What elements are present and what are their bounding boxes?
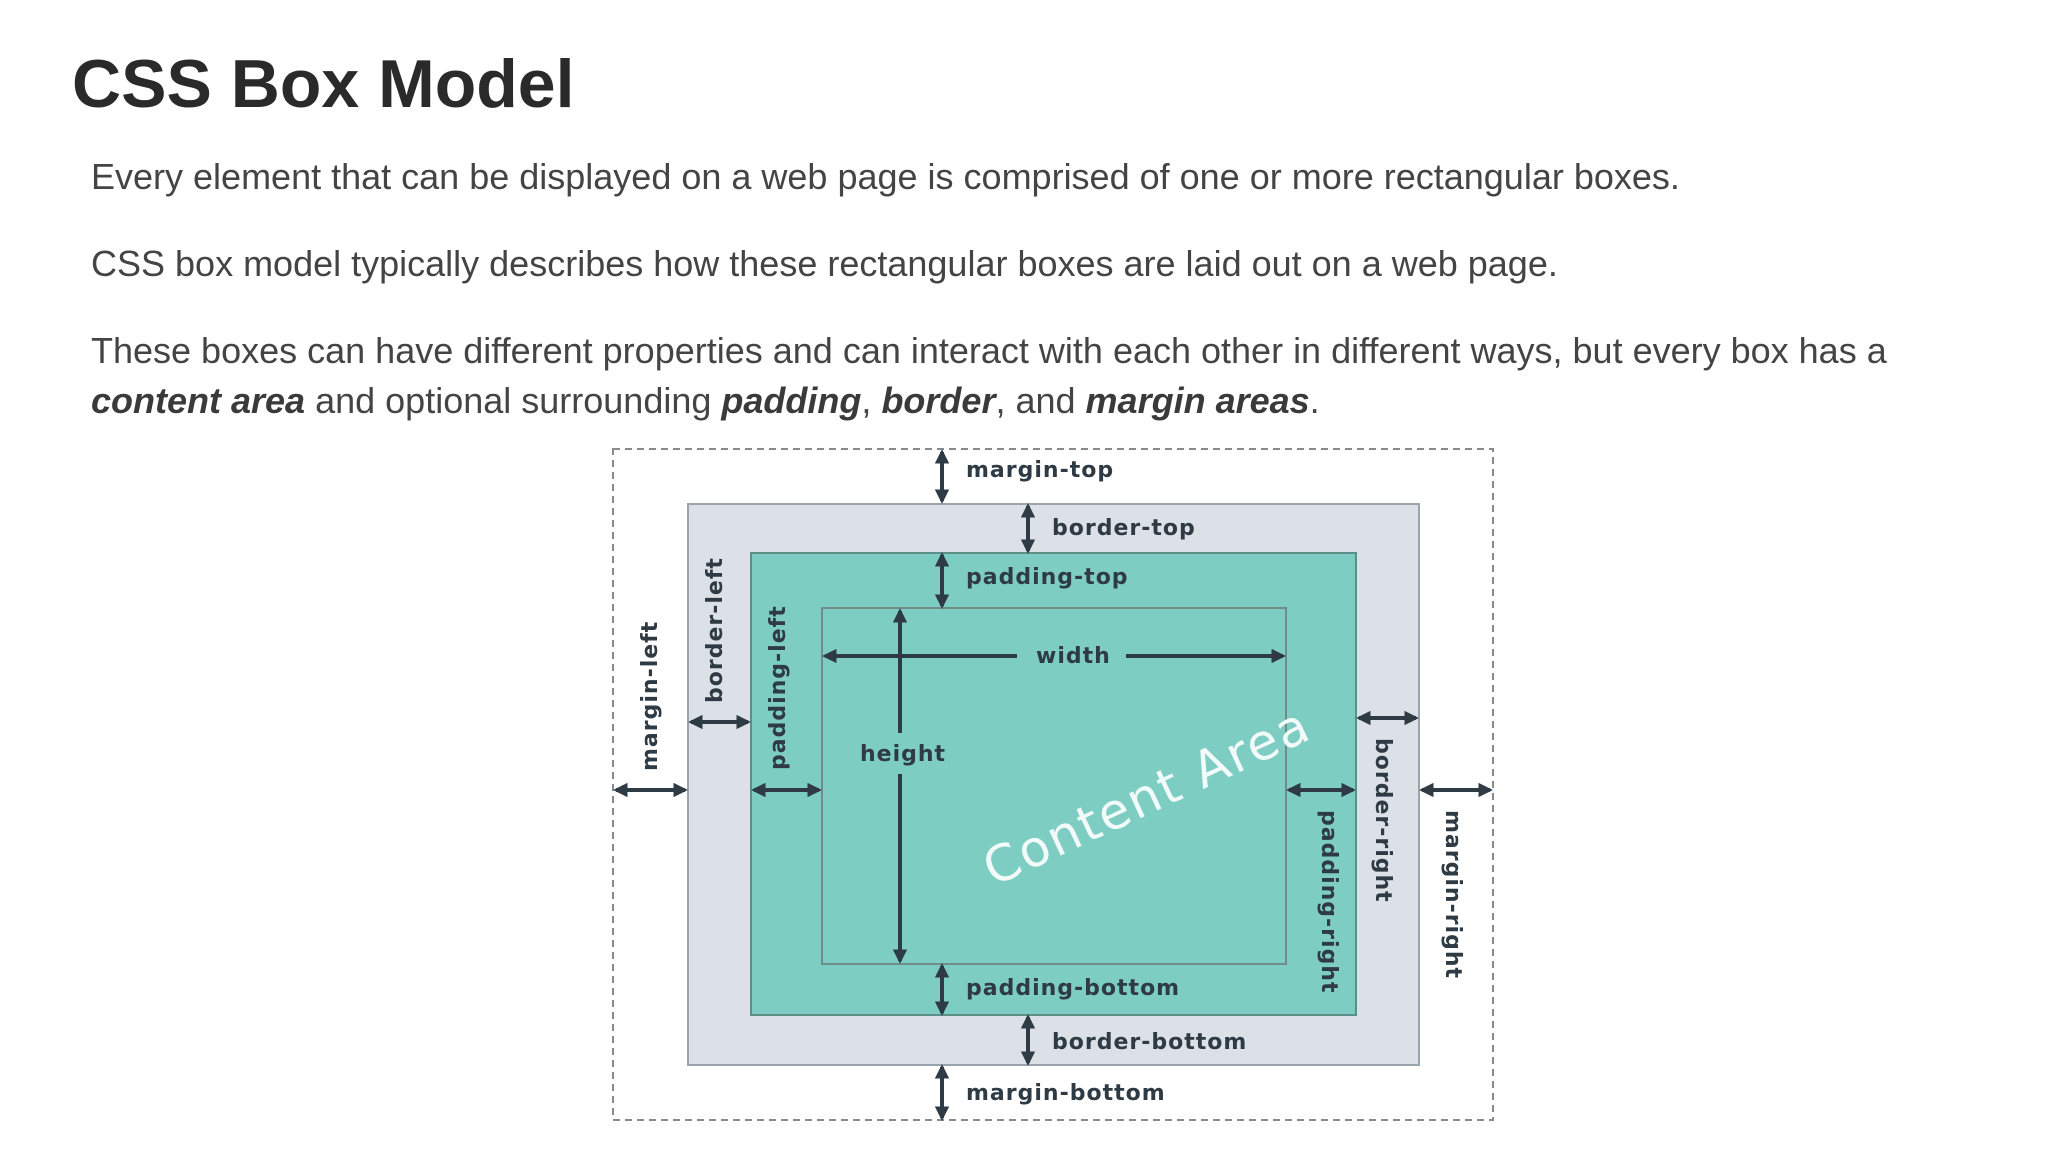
box-model-diagram: margin-top border-top padding-top width … (612, 448, 1494, 1121)
padding-right-label: padding-right (1316, 810, 1341, 994)
border-top-label: border-top (1052, 516, 1196, 541)
term-padding: padding (721, 380, 862, 421)
margin-bottom-label: margin-bottom (966, 1081, 1166, 1106)
term-content-area: content area (91, 380, 306, 421)
paragraph-box-areas-mid-1: and optional surrounding (315, 380, 712, 421)
paragraph-box-areas-end: . (1309, 380, 1320, 421)
paragraph-elements-boxes: Every element that can be displayed on a… (91, 156, 1680, 197)
margin-left-label: margin-left (638, 621, 663, 771)
padding-bottom-label: padding-bottom (966, 976, 1180, 1001)
paragraph-box-areas-mid-2: , and (995, 380, 1076, 421)
slide-title: CSS Box Model (72, 46, 575, 122)
padding-left-label: padding-left (766, 605, 791, 770)
margin-right-label: margin-right (1440, 810, 1465, 979)
paragraph-box-model-description: CSS box model typically describes how th… (91, 243, 1558, 284)
paragraph-box-areas: These boxes can have different propertie… (91, 326, 1991, 426)
padding-top-label: padding-top (966, 565, 1129, 590)
term-border: border (881, 380, 996, 421)
border-bottom-label: border-bottom (1052, 1030, 1247, 1055)
term-margin-areas: margin areas (1085, 380, 1310, 421)
margin-top-label: margin-top (966, 458, 1114, 483)
width-label: width (1036, 644, 1111, 669)
border-right-label: border-right (1370, 738, 1395, 903)
border-left-label: border-left (703, 557, 728, 703)
height-label: height (860, 742, 946, 767)
paragraph-box-areas-comma: , (861, 380, 872, 421)
paragraph-box-areas-lead: These boxes can have different propertie… (91, 330, 1887, 371)
